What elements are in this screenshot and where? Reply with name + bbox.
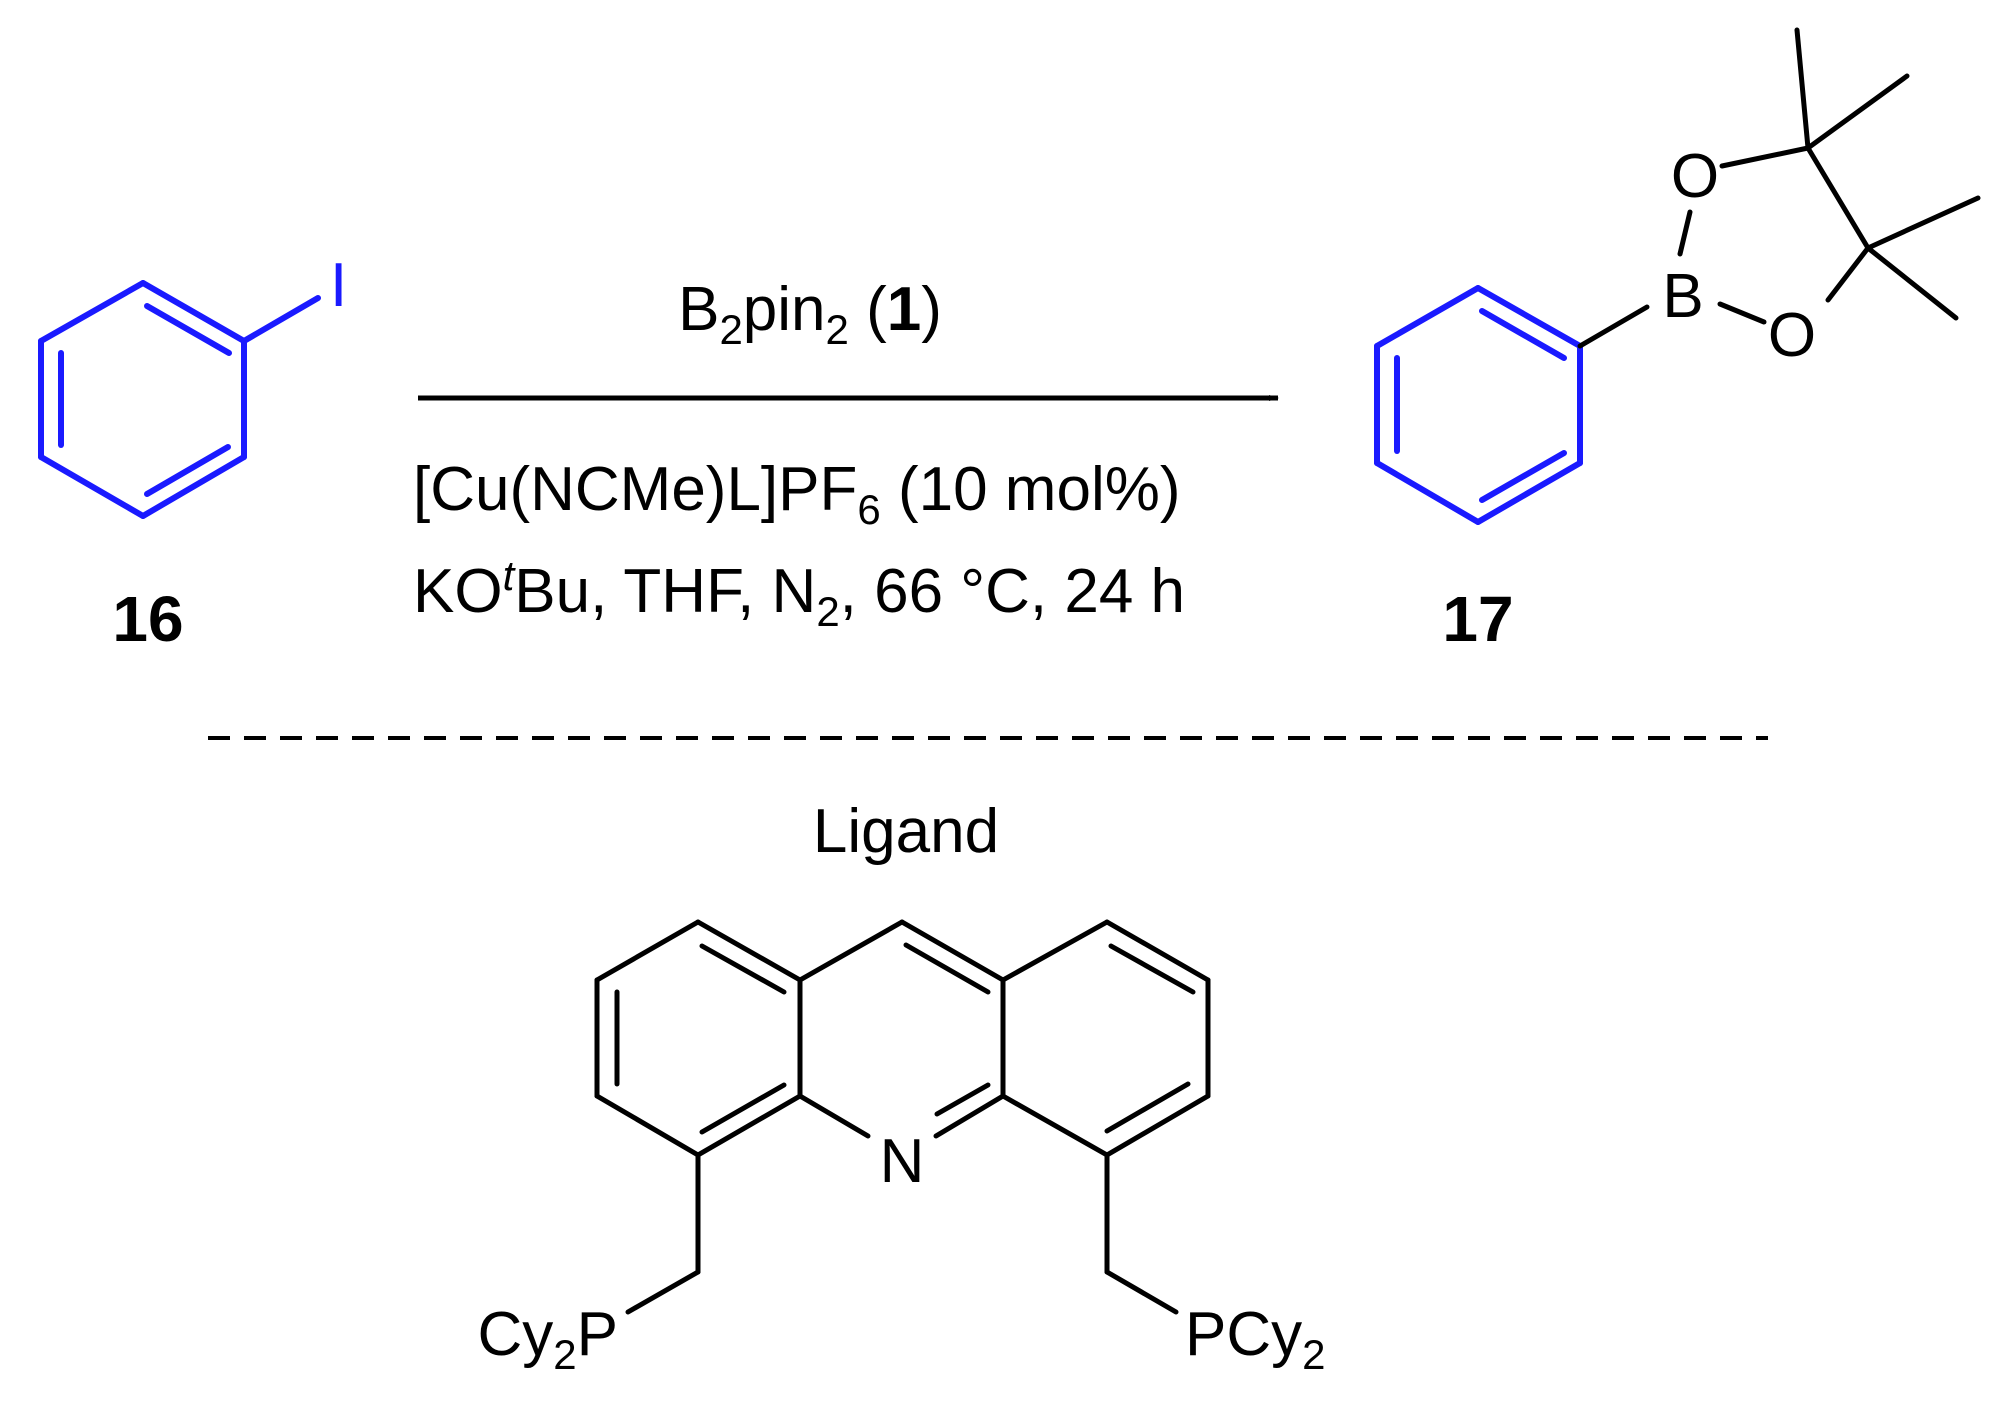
ligand-heading: Ligand [813, 797, 999, 866]
phenyl-ring-structure [1374, 285, 1583, 525]
pinacolborane-structure [1577, 27, 1981, 349]
nitrogen-atom-label: N [880, 1127, 925, 1196]
boron-atom-label: B [1662, 262, 1703, 331]
right-phosphine-group: PCy2 [1185, 1300, 1326, 1378]
catalyst-condition-line: [Cu(NCMe)L]PF6 (10 mol%) [413, 455, 1181, 533]
compound-number-17: 17 [1442, 583, 1513, 655]
left-phosphine-group: Cy2P [478, 1300, 619, 1378]
iodobenzene-structure [38, 280, 321, 519]
reagent-above-arrow: B2pin2 (1) [678, 275, 942, 353]
oxygen-atom-label-top: O [1671, 142, 1719, 211]
iodine-atom-label: I [330, 251, 347, 320]
acridine-ligand-structure [594, 919, 1211, 1315]
compound-number-16: 16 [112, 583, 183, 655]
oxygen-atom-label-bottom: O [1768, 301, 1816, 370]
base-solvent-condition-line: KOtBu, THF, N2, 66 °C, 24 h [413, 552, 1185, 635]
